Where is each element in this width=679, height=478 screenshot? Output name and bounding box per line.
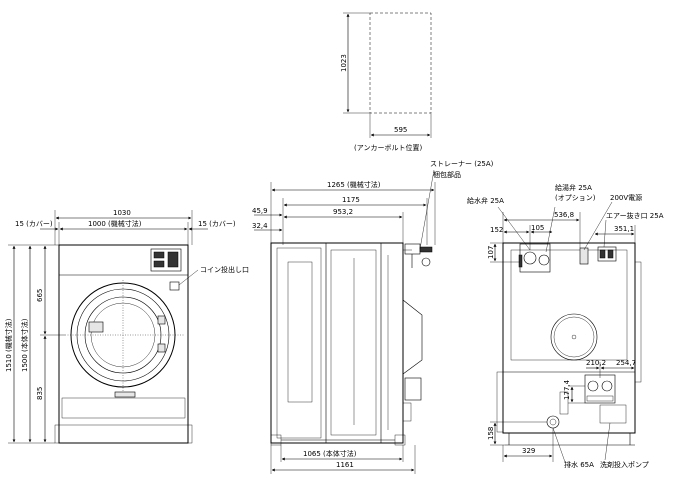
anchor-width-dim: 595 (394, 126, 407, 134)
rear-3511-dim: 351,1 (614, 225, 634, 233)
rear-329-dim: 329 (522, 447, 535, 455)
rear-5368-dim: 536,8 (554, 211, 574, 219)
front-view: 1030 1000 (機械寸法) 15 (カバー) 15 (カバー) コイン投出… (4, 209, 249, 444)
anchor-depth-dim: 1023 (340, 54, 348, 72)
side-953-dim: 953,2 (333, 208, 353, 216)
strainer-label: ストレーナー (25A) (430, 160, 494, 168)
front-lower-height-dim: 835 (36, 387, 44, 400)
rear-2102-dim: 210,2 (586, 359, 606, 367)
rear-1774-dim: 177,4 (563, 379, 571, 400)
front-cover-left-dim: 15 (カバー) (15, 220, 53, 228)
hot-water-option-label: (オプション) (555, 194, 596, 202)
rear-107-dim: 107 (487, 246, 495, 259)
packing-parts-label: 梱包部品 (433, 170, 461, 179)
drain-label: 排水 65A (564, 460, 594, 469)
front-body-height-dim: 1500 (本体寸法) (20, 318, 29, 372)
coin-outlet-label: コイン投出し口 (200, 265, 249, 274)
hot-water-valve-label: 給湯弁 25A (555, 183, 592, 192)
side-view: 1265 (機械寸法) 1175 953,2 45,9 32,4 (252, 160, 494, 474)
side-459-dim: 45,9 (252, 207, 268, 215)
rear-152-dim: 152 (490, 226, 503, 234)
rear-105-dim: 105 (531, 224, 544, 232)
front-machine-height-dim: 1510 (機械寸法) (4, 318, 13, 372)
water-valve-label: 給水弁 25A (467, 196, 504, 205)
side-machine-depth-dim: 1265 (機械寸法) (327, 180, 381, 189)
anchor-caption: (アンカーボルト位置) (354, 143, 422, 152)
detergent-pump-label: 洗剤投入ポンプ (600, 460, 649, 469)
rear-view: 給水弁 25A 給湯弁 25A (オプション) 200V電源 エアー抜き口 25… (467, 183, 664, 469)
power-label: 200V電源 (610, 193, 642, 202)
front-cover-right-dim: 15 (カバー) (198, 220, 236, 228)
front-upper-height-dim: 665 (36, 289, 44, 302)
side-324-dim: 32,4 (252, 222, 268, 230)
anchor-bolt-view: 1023 595 (アンカーボルト位置) (340, 12, 432, 152)
side-body-depth-dim: 1065 (本体寸法) (303, 449, 357, 458)
front-total-width-dim: 1030 (113, 209, 131, 217)
side-1175-dim: 1175 (342, 196, 360, 204)
side-bottom-dim: 1161 (336, 461, 354, 469)
rear-158-dim: 158 (487, 427, 495, 440)
front-machine-width-dim: 1000 (機械寸法) (88, 219, 142, 228)
air-vent-label: エアー抜き口 25A (606, 211, 664, 220)
rear-2547-dim: 254,7 (616, 359, 636, 367)
